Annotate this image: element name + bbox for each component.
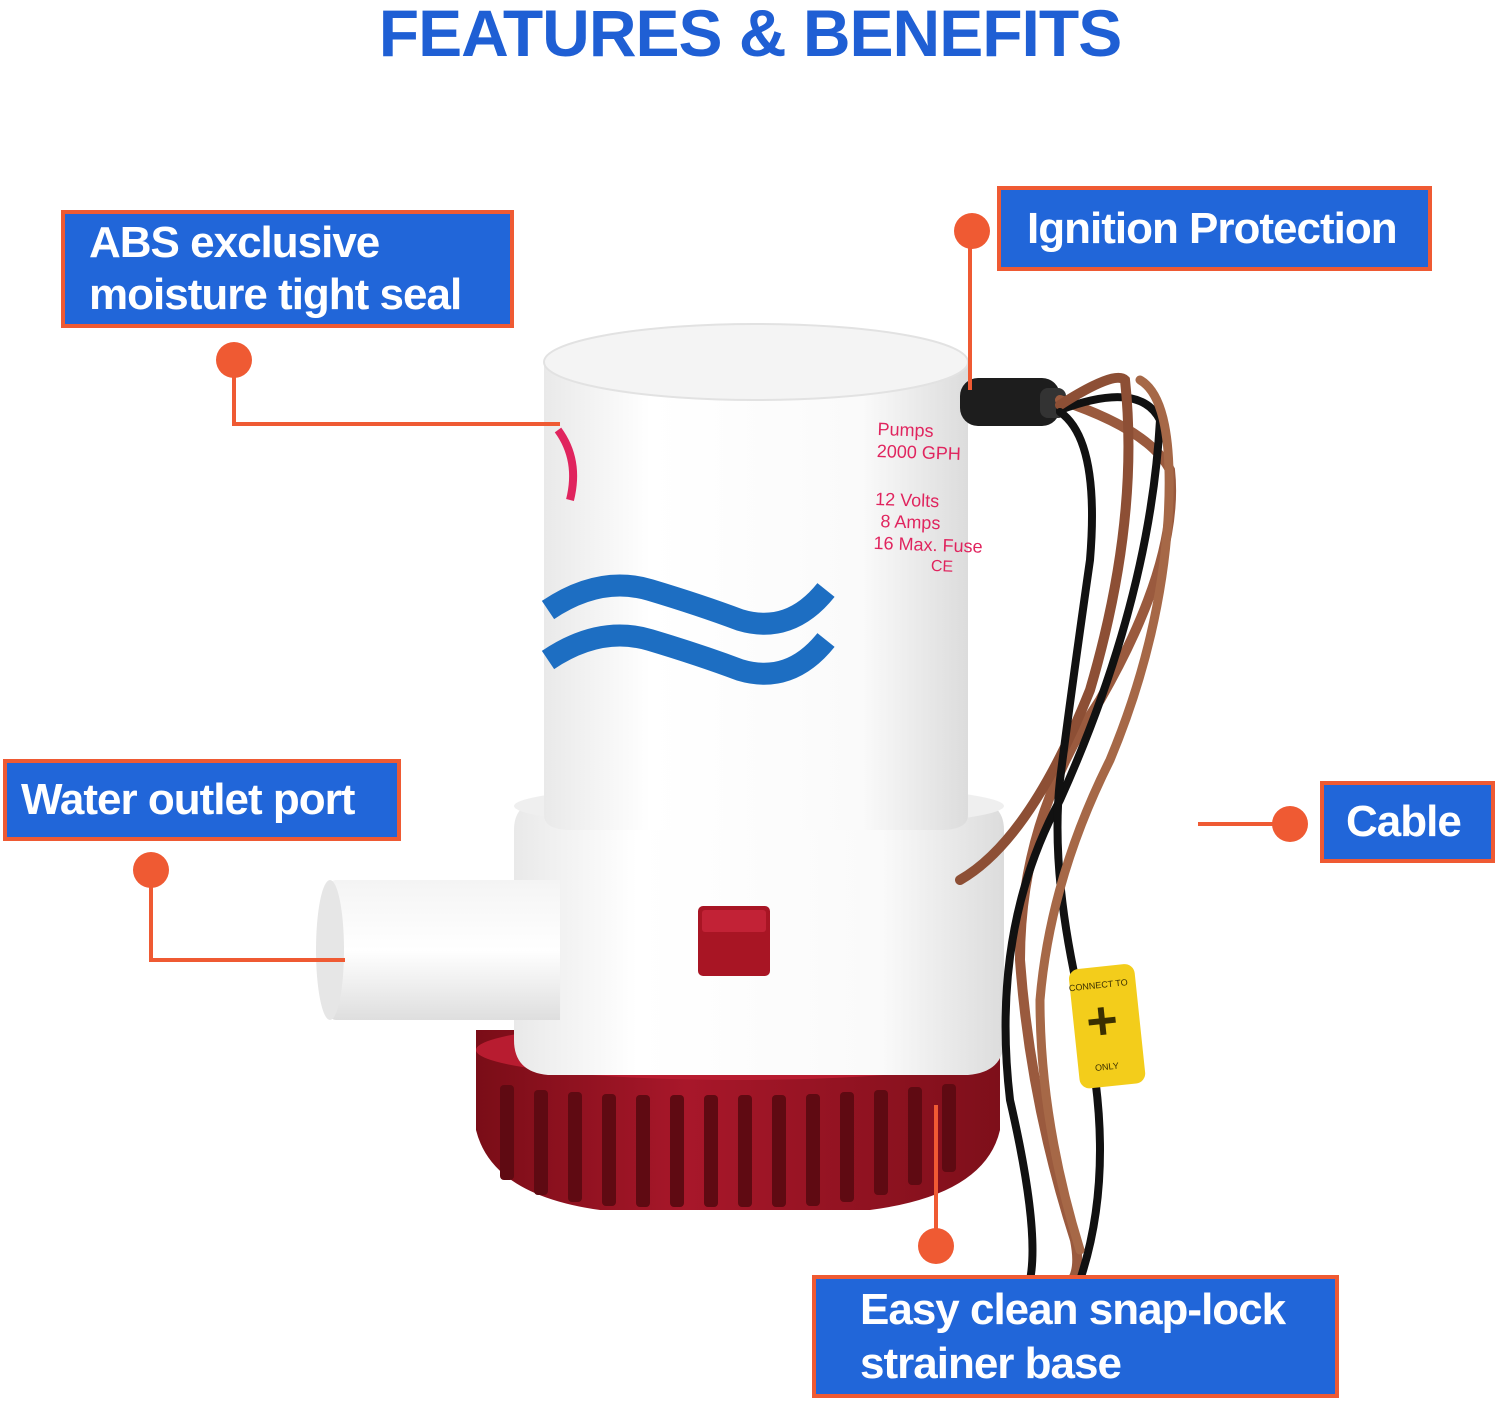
switch-tab [698,906,770,976]
plus-icon: + [1083,989,1121,1053]
spec-gph: 2000 GPH [876,440,962,464]
wave-icon [541,574,835,685]
callout-seal-leader-v [232,360,236,426]
spec-amps: 8 Amps [880,511,941,534]
cable-grommet [960,378,1066,426]
callout-cable-leader [1198,822,1288,826]
callout-strainer-leader [934,1105,938,1235]
callout-ignition-protection: Ignition Protection [997,186,1432,271]
callout-ignition-dot [954,213,990,249]
callout-ignition-leader [968,240,972,390]
callout-outlet-text: Water outlet port [21,775,355,824]
spec-volts: 12 Volts [874,488,940,512]
page-title: FEATURES & BENEFITS [378,0,1122,70]
cable-bundle [955,372,1177,1295]
ce-mark: CE [930,557,954,576]
callout-ignition-text: Ignition Protection [1027,203,1398,253]
callout-strainer-line2: strainer base [860,1338,1122,1388]
callout-cable-dot [1272,806,1308,842]
callout-seal-line1: ABS exclusive [89,218,380,267]
callout-outlet-leader-v [149,870,153,962]
pump-spec-print: Pumps 2000 GPH 12 Volts 8 Amps 16 Max. F… [872,418,983,579]
polarity-tag [1068,964,1146,1089]
callout-seal-leader-h [232,422,560,426]
model-number-fragment [554,427,578,501]
callout-cable-text: Cable [1346,797,1462,846]
callout-strainer-base: Easy clean snap-lock strainer base [812,1275,1339,1398]
callout-seal-line2: moisture tight seal [89,270,462,319]
callout-cable: Cable [1320,781,1495,863]
tag-bottom-text: ONLY [1094,1060,1120,1074]
callout-outlet-leader-h [149,958,345,962]
spec-fuse: 16 Max. Fuse [873,532,983,557]
callout-moisture-seal: ABS exclusive moisture tight seal [61,210,514,328]
callout-strainer-dot [918,1228,954,1264]
outlet-pipe [316,880,560,1020]
spec-pumps: Pumps [877,418,934,441]
callout-strainer-line1: Easy clean snap-lock [860,1284,1286,1334]
tag-text: CONNECT TO + ONLY [1066,969,1140,1091]
callout-water-outlet: Water outlet port [3,759,401,841]
motor-cylinder [543,323,969,830]
